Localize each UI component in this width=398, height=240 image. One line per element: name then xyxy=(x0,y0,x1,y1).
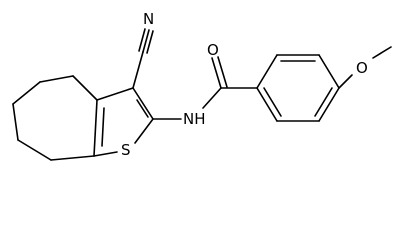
cycloheptane-ring xyxy=(12,75,98,161)
nitrile-group xyxy=(132,28,154,89)
thiophene-ring xyxy=(93,87,154,157)
methoxy-o-label: O xyxy=(356,59,368,77)
thiophene-s-label: S xyxy=(121,141,131,159)
nitrile-n-label: N xyxy=(143,10,154,28)
methoxy-group xyxy=(338,46,392,89)
molecule-diagram: N O NH O S xyxy=(12,10,392,161)
amide-linkage xyxy=(152,56,258,120)
benzene-ring xyxy=(256,54,340,122)
carbonyl-o-label: O xyxy=(207,41,219,59)
amide-nh-label: NH xyxy=(183,110,206,128)
